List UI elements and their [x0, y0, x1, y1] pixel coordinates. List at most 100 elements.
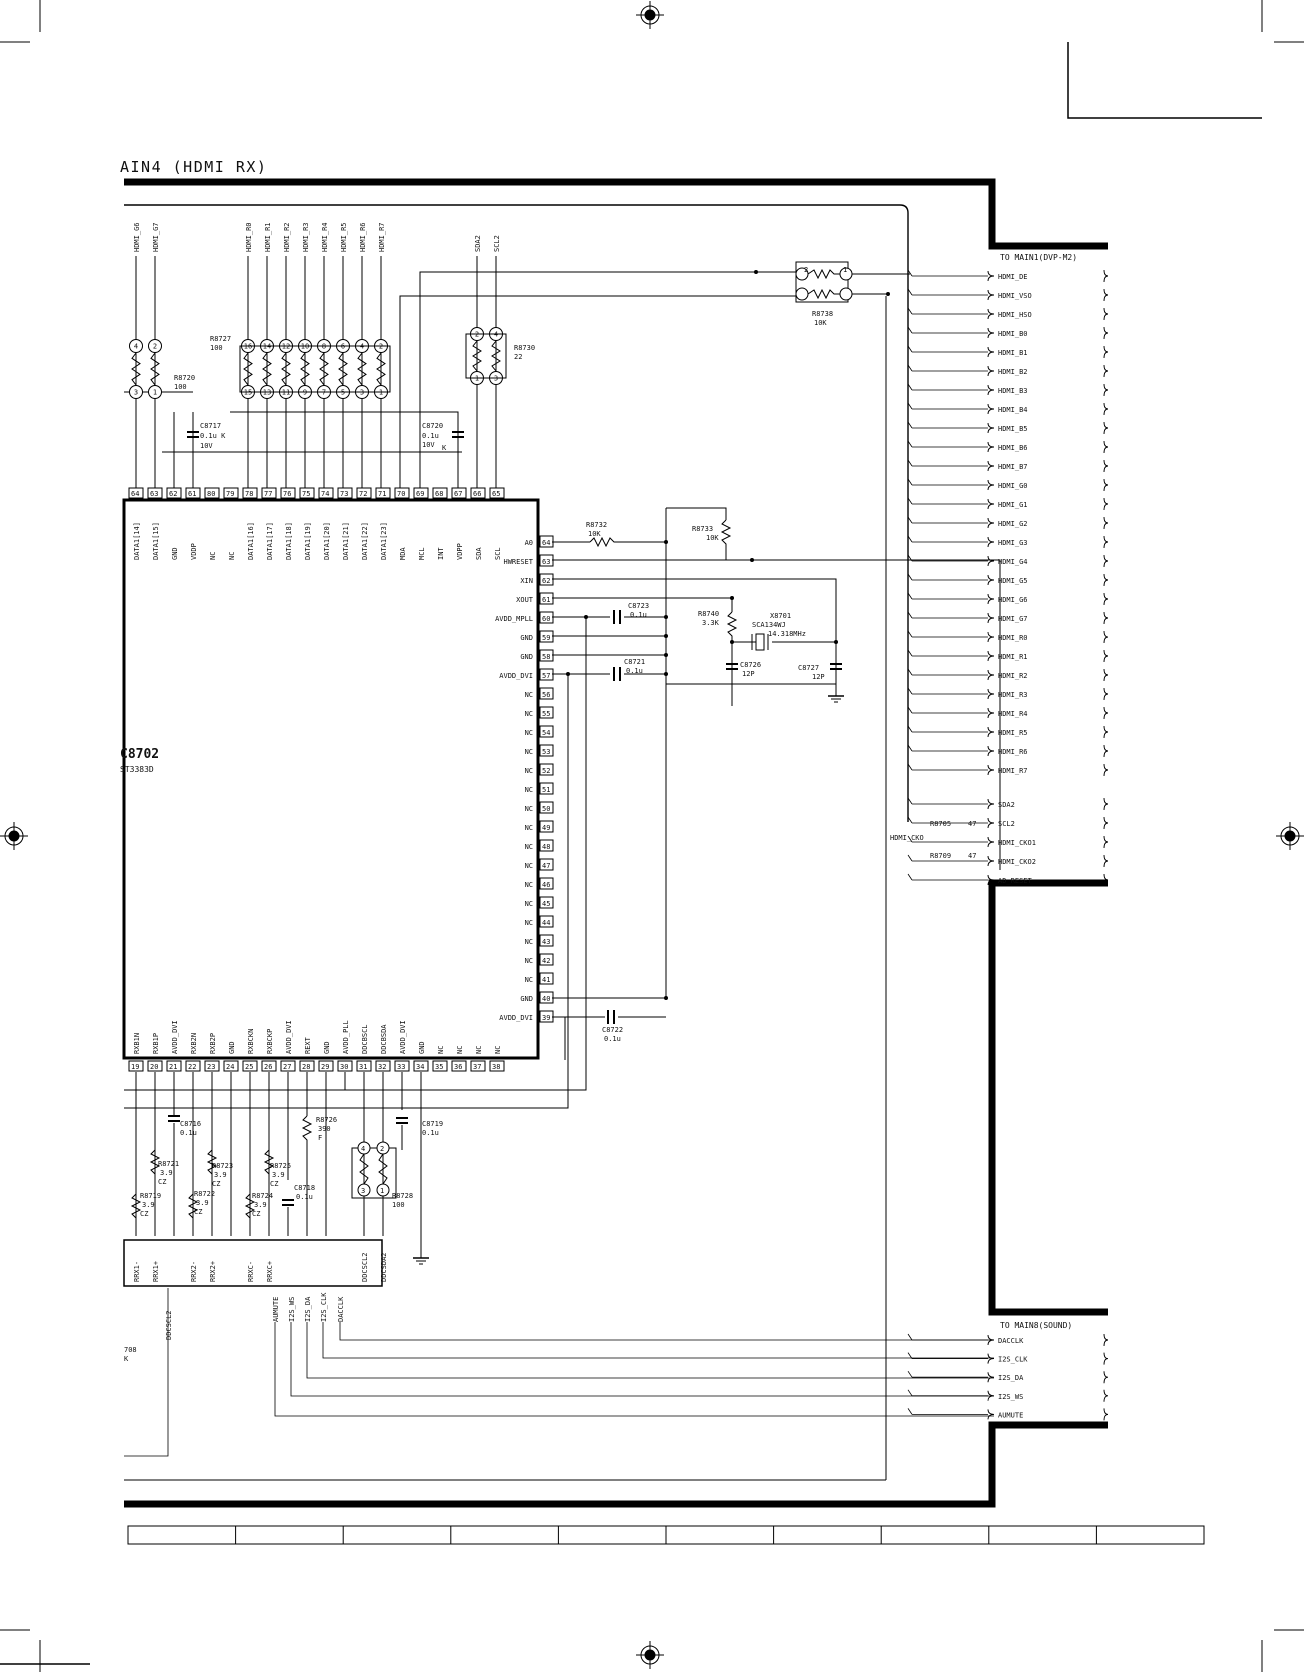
connector-pin-end	[1103, 459, 1109, 473]
top-pin-number: 61	[188, 490, 196, 498]
bottom-pin-number: 28	[302, 1063, 310, 1071]
right-pin-name: NC	[525, 805, 533, 813]
top-pin-box	[299, 487, 315, 499]
right-pin-box	[539, 706, 554, 719]
bottom-pin-box	[337, 1060, 353, 1072]
bottom-pin-box	[432, 1060, 448, 1072]
connector-pin-bracket	[987, 346, 995, 358]
top-pin-box	[318, 487, 334, 499]
connector-pin-end	[1103, 816, 1109, 830]
r8705-ref: R8705	[930, 820, 951, 828]
connector-pin-bracket	[987, 764, 995, 776]
connector-pin-end	[1103, 269, 1109, 283]
connector-pin-end	[1103, 364, 1109, 378]
right-pin-box	[539, 744, 554, 757]
connector-pin-end	[1103, 307, 1109, 321]
right-pin-name: GND	[520, 653, 533, 661]
r8726-val: 390	[318, 1125, 331, 1133]
right-pin-number: 44	[542, 919, 550, 927]
array-resistor	[319, 352, 329, 386]
connector-wire	[907, 744, 913, 752]
connector-pin-end	[1103, 763, 1109, 777]
connector-pin-bracket	[987, 1334, 995, 1346]
connector-pin-bracket	[987, 612, 995, 624]
bottom-pin-box	[318, 1060, 334, 1072]
connector-pin-end	[1103, 383, 1109, 397]
connector-wire	[907, 1352, 913, 1359]
array-resistor	[338, 352, 348, 386]
bottom-pin-box	[128, 1060, 144, 1072]
array-pin-number: 3	[134, 389, 138, 397]
bottom-pin-box	[204, 1060, 220, 1072]
bottom-pin-name: AVDD_DVI	[171, 1020, 179, 1054]
r8721-ref: R8721	[158, 1160, 179, 1168]
connector-pin-end	[1103, 440, 1109, 454]
right-pin-number: 54	[542, 729, 550, 737]
right-pin-number: 50	[542, 805, 550, 813]
bottom-pin-name: DDCBSCL	[361, 1024, 369, 1054]
bottom-pin-box	[470, 1060, 486, 1072]
top-net-label: HDMI_R1	[264, 222, 272, 252]
lower-wires	[124, 1288, 994, 1457]
right-pin-box	[539, 687, 554, 700]
right-pin-box	[539, 953, 554, 966]
right-pin-box	[539, 877, 554, 890]
registration-target-top	[636, 1, 664, 29]
c8717-ref: C8717	[200, 422, 221, 430]
connector-pin-end	[1103, 497, 1109, 511]
main8-signal: DACCLK	[998, 1337, 1024, 1345]
main1-signal: HDMI_B0	[998, 330, 1028, 338]
connector-wire	[907, 797, 913, 805]
right-pin-name: NC	[525, 710, 533, 718]
connector-pin-end	[1103, 797, 1109, 811]
r8738-pin1: 1	[843, 266, 847, 274]
registration-target-right	[1276, 822, 1304, 850]
top-pin-name: DATA1[16]	[247, 522, 255, 560]
main8-title: TO MAIN8(SOUND)	[1000, 1321, 1072, 1330]
r8728-val: 100	[392, 1201, 405, 1209]
bottom-pin-number: 19	[131, 1063, 139, 1071]
connector-wire	[907, 1333, 913, 1341]
right-pin-number: 64	[542, 539, 550, 547]
r8720-ref: R8720	[174, 374, 195, 382]
main1-signal: HDMI_G3	[998, 539, 1028, 547]
top-pin-number: 69	[416, 490, 424, 498]
r8738-pin2: 2	[804, 266, 808, 274]
right-pin-number: 43	[542, 938, 550, 946]
bottom-pin-number: 37	[473, 1063, 481, 1071]
connector-wire	[907, 816, 913, 824]
r8730-body	[465, 333, 507, 379]
right-pin-name: GND	[520, 995, 533, 1003]
main1-signal: HDMI_HSO	[998, 311, 1032, 319]
top-pin-number: 70	[397, 490, 405, 498]
top-net-label: HDMI_R3	[302, 222, 310, 252]
r8708-val-partial: K	[124, 1355, 129, 1363]
main1-signal: SCL2	[998, 820, 1015, 828]
right-pin-name: AVDD_MPLL	[495, 615, 533, 623]
r8724-val: 3.9	[254, 1201, 267, 1209]
right-pin-name: HWRESET	[503, 558, 533, 566]
connector-pin-bracket	[987, 745, 995, 757]
bottom-pin-number: 22	[188, 1063, 196, 1071]
sheet-title: AIN4 (HDMI RX)	[120, 158, 267, 176]
c8726-ref: C8726	[740, 661, 761, 669]
r8740-ref: R8740	[698, 610, 719, 618]
r8719-val: 3.9	[142, 1201, 155, 1209]
connector-pin-end	[1103, 1352, 1109, 1365]
top-pin-name: DATA1[20]	[323, 522, 331, 560]
main1-signal: HDMI_G5	[998, 577, 1028, 585]
r8709-val: 47	[968, 852, 976, 860]
right-pin-number: 59	[542, 634, 550, 642]
connector-wire	[907, 592, 913, 600]
connector-main8: TO MAIN8(SOUND)DACCLKI2S_CLKI2S_DAI2S_WS…	[907, 1321, 1109, 1421]
array-resistor	[243, 352, 253, 386]
top-net-label: HDMI_R2	[283, 222, 291, 252]
r8738	[795, 261, 910, 303]
connector-wire	[907, 630, 913, 638]
lower-net-label: DACCLK	[337, 1296, 345, 1322]
c8716-ref: C8716	[180, 1120, 201, 1128]
bottom-pin-box	[185, 1060, 201, 1072]
main8-signal: I2S_CLK	[998, 1356, 1028, 1364]
